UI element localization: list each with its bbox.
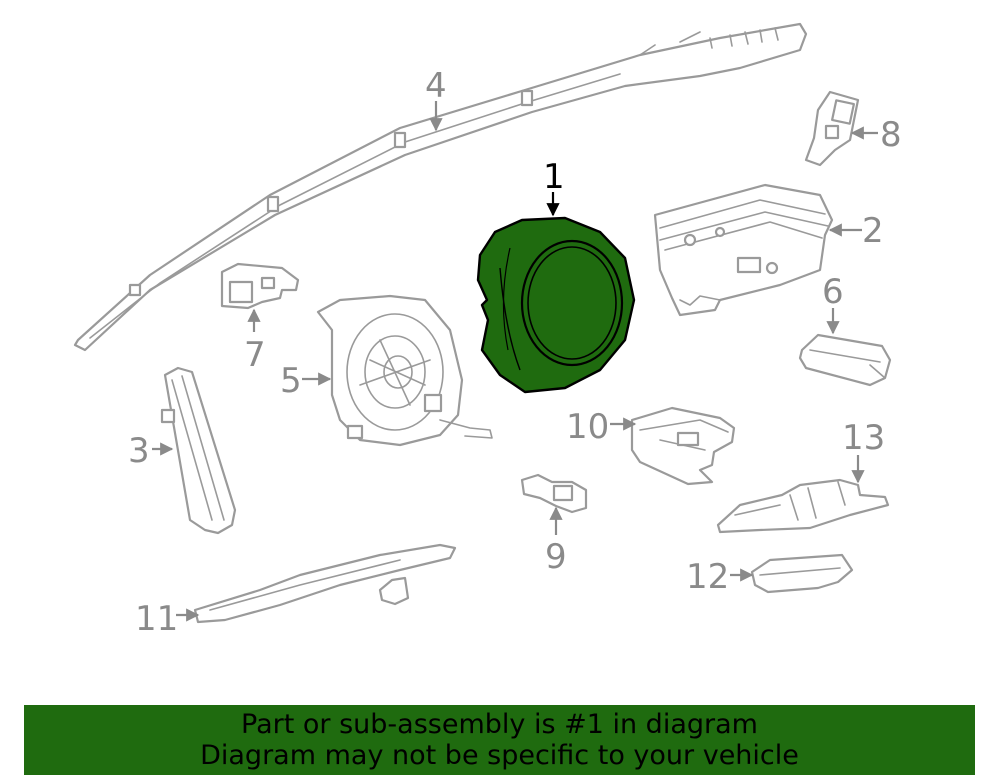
lower-bracket-part xyxy=(193,543,457,624)
callout-2: 2 xyxy=(862,211,884,251)
callout-10: 10 xyxy=(566,407,609,447)
clock-spring-part xyxy=(316,294,493,447)
passenger-airbag-part xyxy=(653,183,834,317)
callout-1: 1 xyxy=(543,157,565,197)
callout-8: 8 xyxy=(880,115,902,155)
banner-line-1: Part or sub-assembly is #1 in diagram xyxy=(241,709,758,740)
callout-5: 5 xyxy=(280,361,302,401)
impact-sensor-part xyxy=(804,90,860,167)
callout-12: 12 xyxy=(686,557,729,597)
curtain-airbag-part xyxy=(73,22,808,352)
callout-3: 3 xyxy=(128,431,150,471)
notice-banner: Part or sub-assembly is #1 in diagram Di… xyxy=(24,705,975,775)
callout-7: 7 xyxy=(244,335,266,375)
callout-9: 9 xyxy=(545,537,567,577)
harness-bracket-part xyxy=(716,478,890,534)
callout-13: 13 xyxy=(842,418,885,458)
sensor-module-part xyxy=(750,553,854,594)
callout-4: 4 xyxy=(425,66,447,106)
callout-11: 11 xyxy=(135,599,178,639)
banner-line-2: Diagram may not be specific to your vehi… xyxy=(200,740,799,771)
knee-airbag-part xyxy=(160,366,237,535)
callout-6: 6 xyxy=(822,272,844,312)
side-sensor-part xyxy=(220,262,300,310)
connector-part xyxy=(520,473,588,514)
bracket-part xyxy=(630,406,736,486)
parts-diagram: 1 2 3 4 5 6 7 8 9 10 11 12 13 xyxy=(73,22,902,639)
control-module-part xyxy=(798,333,892,387)
driver-airbag-part xyxy=(476,216,636,394)
